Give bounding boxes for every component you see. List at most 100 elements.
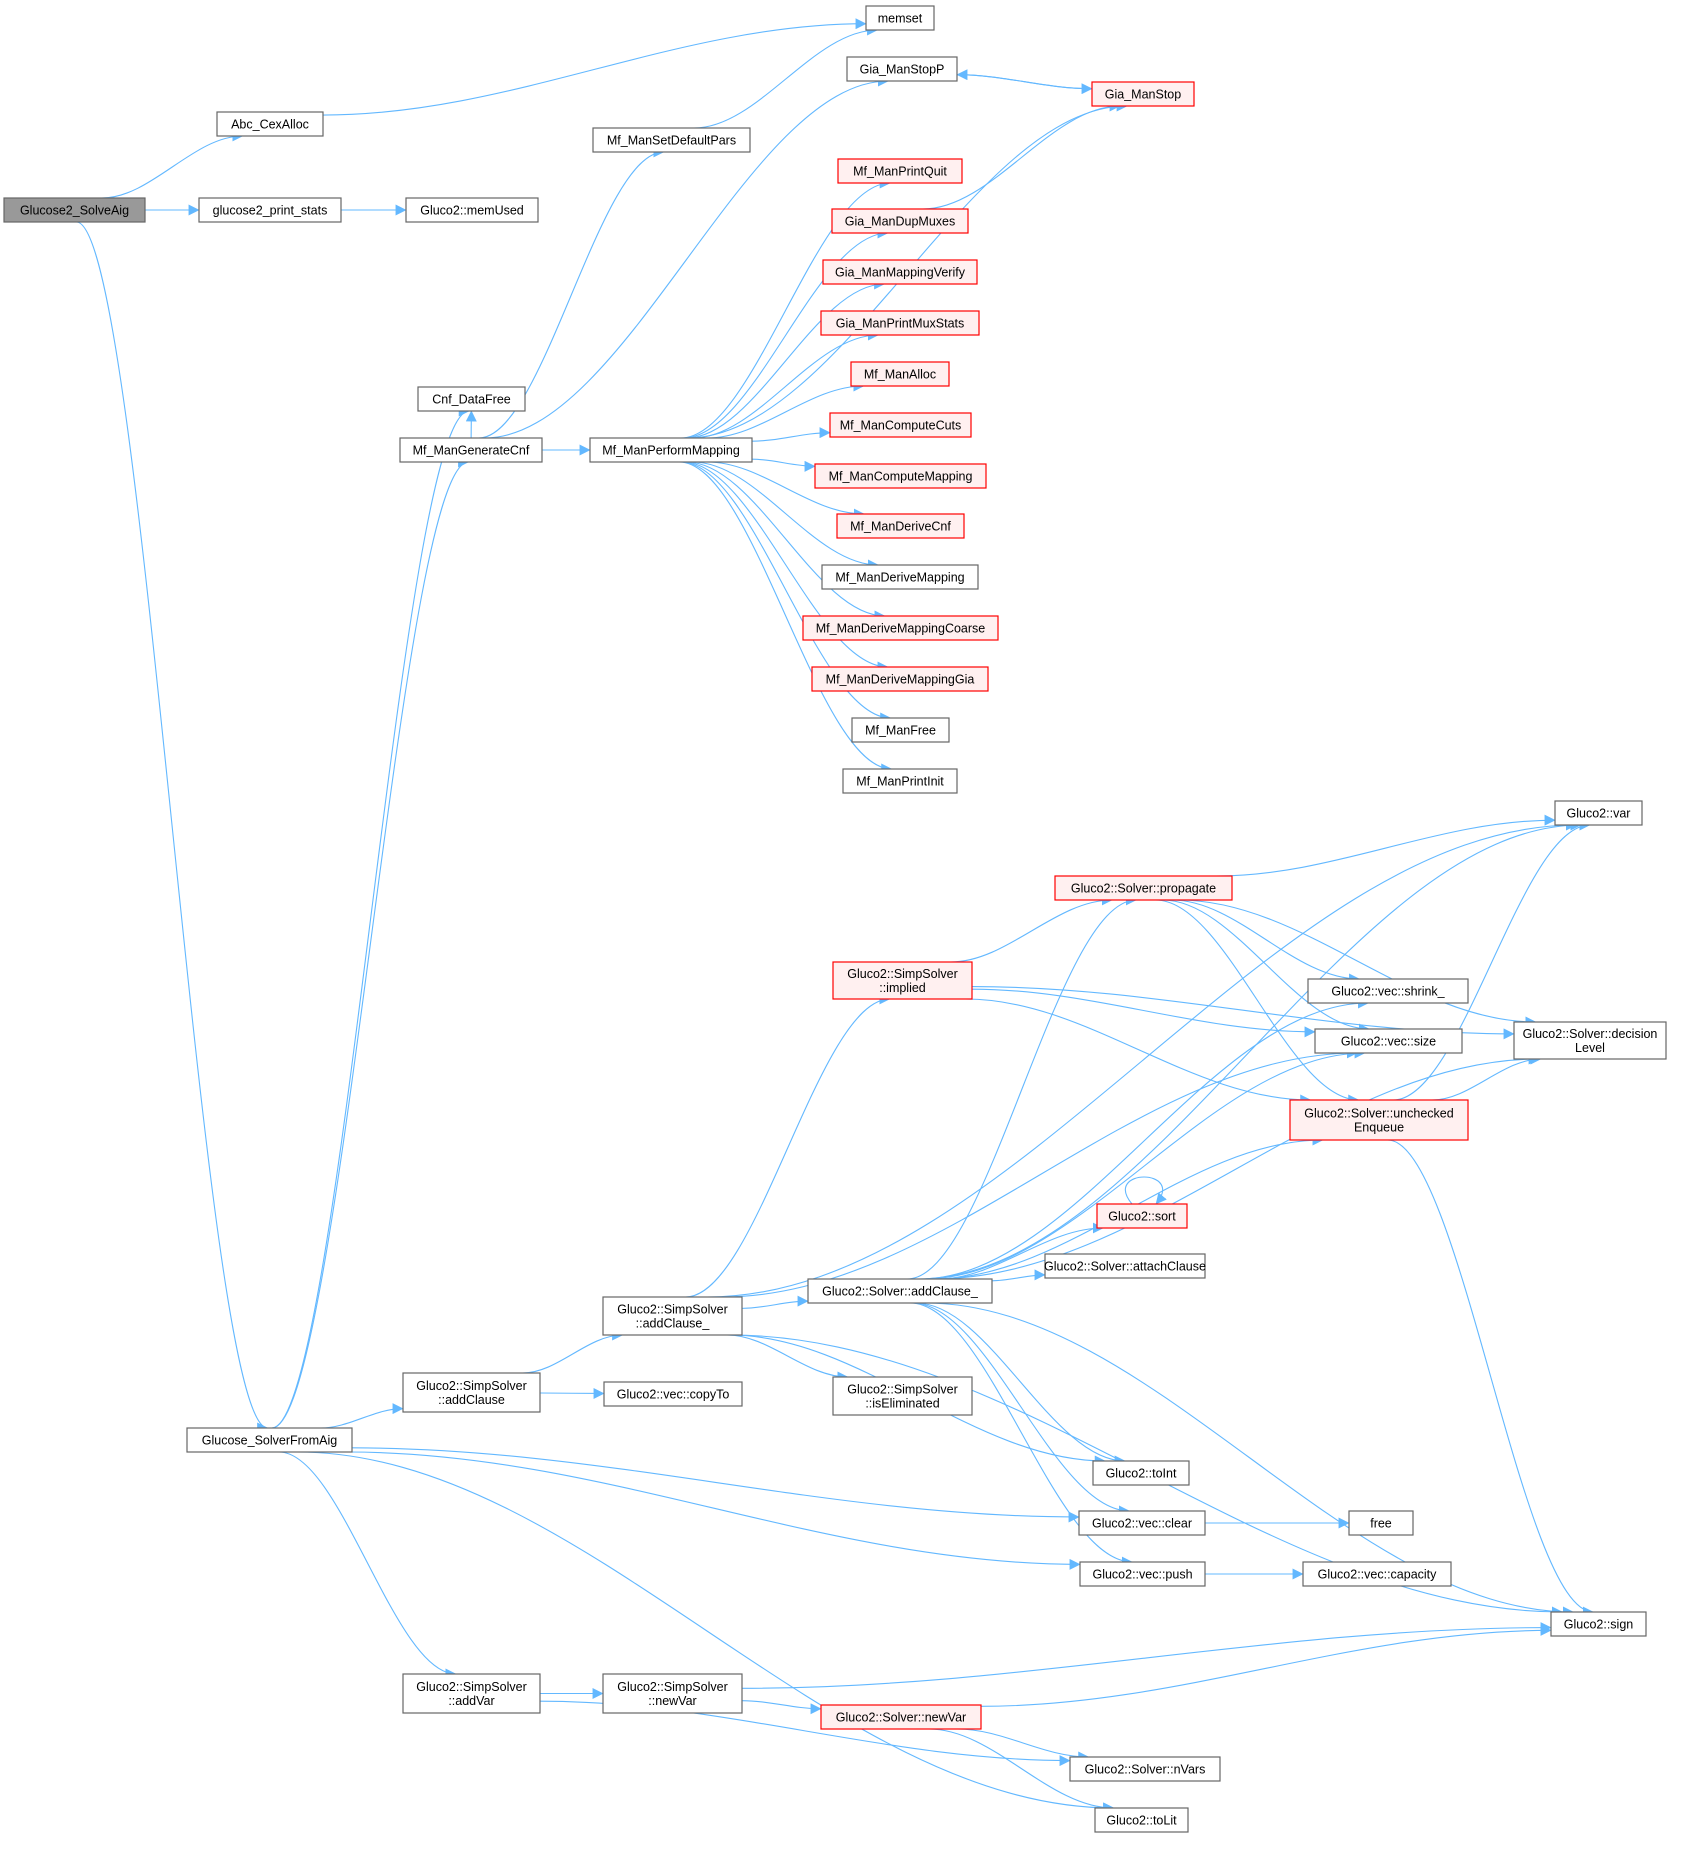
node-computecuts[interactable]: Mf_ManComputeCuts — [829, 412, 972, 438]
edge-setdefault-to-memset — [693, 24, 879, 129]
node-label: Mf_ManPrintInit — [856, 775, 944, 789]
node-printquit[interactable]: Mf_ManPrintQuit — [837, 158, 963, 184]
node-copyto[interactable]: Gluco2::vec::copyTo — [603, 1381, 743, 1407]
edge-simpaddcl_-to-solveraddcl_ — [741, 1295, 809, 1309]
node-shrink[interactable]: Gluco2::vec::shrink_ — [1307, 978, 1469, 1004]
edge-perfmap-to-derivecoarse — [686, 461, 886, 622]
node-var[interactable]: Gluco2::var — [1554, 800, 1643, 826]
node-implied[interactable]: Gluco2::SimpSolver::implied — [832, 961, 973, 1000]
node-cexalloc[interactable]: Abc_CexAlloc — [216, 111, 324, 137]
edge-perfmap-to-manfree — [680, 461, 892, 724]
edge-propagate-to-shrink — [1171, 899, 1361, 985]
node-addvar[interactable]: Gluco2::SimpSolver::addVar — [402, 1673, 541, 1714]
node-label: ::addClause_ — [636, 1317, 711, 1331]
node-dupmuxes[interactable]: Gia_ManDupMuxes — [831, 208, 969, 234]
node-tolit[interactable]: Gluco2::toLit — [1094, 1807, 1189, 1833]
node-box — [1044, 1253, 1206, 1279]
edge-root-to-cexalloc — [101, 130, 244, 199]
node-box — [821, 564, 979, 590]
node-simpaddcl_[interactable]: Gluco2::SimpSolver::addClause_ — [602, 1296, 743, 1336]
node-mapverify[interactable]: Gia_ManMappingVerify — [822, 259, 978, 285]
node-label: memset — [878, 12, 923, 26]
node-label: Glucose2_SolveAig — [20, 204, 129, 218]
edge-simpaddcl_-to-implied — [685, 993, 891, 1298]
edge-implied-to-enqueue — [965, 998, 1312, 1106]
node-printstats[interactable]: glucose2_print_stats — [198, 197, 342, 223]
node-box — [820, 310, 980, 336]
node-stop[interactable]: Gia_ManStop — [1091, 81, 1195, 107]
node-memset[interactable]: memset — [865, 5, 935, 31]
node-setdefault[interactable]: Mf_ManSetDefaultPars — [592, 127, 751, 153]
node-nvars[interactable]: Gluco2::Solver::nVars — [1069, 1756, 1221, 1782]
node-label: Mf_ManAlloc — [864, 368, 936, 382]
node-box — [836, 513, 965, 539]
node-box — [1289, 1099, 1469, 1141]
edge-perfmap-to-derivemap — [692, 461, 879, 571]
node-perfmap[interactable]: Mf_ManPerformMapping — [589, 437, 753, 463]
node-push[interactable]: Gluco2::vec::push — [1079, 1561, 1206, 1587]
node-clear[interactable]: Gluco2::vec::clear — [1078, 1510, 1206, 1536]
edge-simpaddcl_-to-size — [721, 1047, 1358, 1298]
node-solvernewvar[interactable]: Gluco2::Solver::newVar — [820, 1704, 982, 1730]
node-box — [1302, 1561, 1452, 1587]
node-box — [602, 1673, 743, 1714]
node-solveraddcl_[interactable]: Gluco2::Solver::addClause_ — [807, 1278, 993, 1304]
node-simpaddcl[interactable]: Gluco2::SimpSolver::addClause — [402, 1372, 541, 1413]
edge-solverfromaig-to-push — [347, 1451, 1081, 1570]
node-stopp[interactable]: Gia_ManStopP — [846, 56, 958, 82]
node-solverfromaig[interactable]: Glucose_SolverFromAig — [186, 1427, 353, 1453]
node-manalloc[interactable]: Mf_ManAlloc — [850, 361, 950, 387]
node-derivecnf[interactable]: Mf_ManDeriveCnf — [836, 513, 965, 539]
edge-perfmap-to-dupmuxes — [682, 227, 889, 439]
node-box — [402, 1673, 541, 1714]
node-box — [842, 768, 958, 794]
node-derivegia[interactable]: Mf_ManDeriveMappingGia — [811, 666, 989, 692]
node-attach[interactable]: Gluco2::Solver::attachClause — [1044, 1253, 1206, 1279]
node-label: glucose2_print_stats — [213, 204, 328, 218]
edge-simpaddcl-to-simpaddcl_ — [522, 1329, 624, 1374]
node-label: Mf_ManSetDefaultPars — [607, 134, 736, 148]
node-cnffree[interactable]: Cnf_DataFree — [417, 386, 526, 412]
node-gencnf[interactable]: Mf_ManGenerateCnf — [399, 437, 543, 463]
node-root[interactable]: Glucose2_SolveAig — [3, 197, 146, 223]
edge-perfmap-to-manalloc — [707, 380, 865, 439]
node-label: Mf_ManDeriveMappingGia — [826, 673, 975, 687]
node-manfree[interactable]: Mf_ManFree — [851, 717, 950, 743]
node-toint[interactable]: Gluco2::toInt — [1092, 1460, 1190, 1486]
node-sign[interactable]: Gluco2::sign — [1550, 1611, 1647, 1637]
node-box — [850, 361, 950, 387]
node-iselim[interactable]: Gluco2::SimpSolver::isEliminated — [832, 1376, 973, 1416]
node-derivemap[interactable]: Mf_ManDeriveMapping — [821, 564, 979, 590]
node-simpnewvar[interactable]: Gluco2::SimpSolver::newVar — [602, 1673, 743, 1714]
node-box — [832, 1376, 973, 1416]
node-label: Mf_ManComputeCuts — [840, 419, 962, 433]
node-size[interactable]: Gluco2::vec::size — [1314, 1028, 1463, 1054]
node-label: Abc_CexAlloc — [231, 118, 309, 132]
node-label: Gluco2::sort — [1108, 1210, 1176, 1224]
node-derivecoarse[interactable]: Mf_ManDeriveMappingCoarse — [802, 615, 999, 641]
edge-solveraddcl_-to-sign — [925, 1302, 1574, 1618]
node-label: Mf_ManFree — [865, 724, 936, 738]
node-label: Gluco2::Solver::nVars — [1085, 1763, 1206, 1777]
node-box — [829, 412, 972, 438]
node-label: Level — [1575, 1041, 1605, 1055]
node-box — [837, 158, 963, 184]
node-printinit[interactable]: Mf_ManPrintInit — [842, 768, 958, 794]
node-computemap[interactable]: Mf_ManComputeMapping — [814, 463, 987, 489]
node-label: ::newVar — [648, 1694, 696, 1708]
edge-solveraddcl_-to-clear — [912, 1302, 1131, 1517]
node-propagate[interactable]: Gluco2::Solver::propagate — [1054, 875, 1233, 901]
edge-solvernewvar-to-sign — [980, 1624, 1552, 1707]
node-capacity[interactable]: Gluco2::vec::capacity — [1302, 1561, 1452, 1587]
node-sort[interactable]: Gluco2::sort — [1096, 1203, 1188, 1229]
node-box — [802, 615, 999, 641]
node-free[interactable]: free — [1348, 1510, 1414, 1536]
node-box — [1348, 1510, 1414, 1536]
node-label: Mf_ManPrintQuit — [853, 165, 947, 179]
node-printmux[interactable]: Gia_ManPrintMuxStats — [820, 310, 980, 336]
edge-perfmap-to-printquit — [680, 177, 891, 439]
node-memused[interactable]: Gluco2::memUsed — [405, 197, 539, 223]
